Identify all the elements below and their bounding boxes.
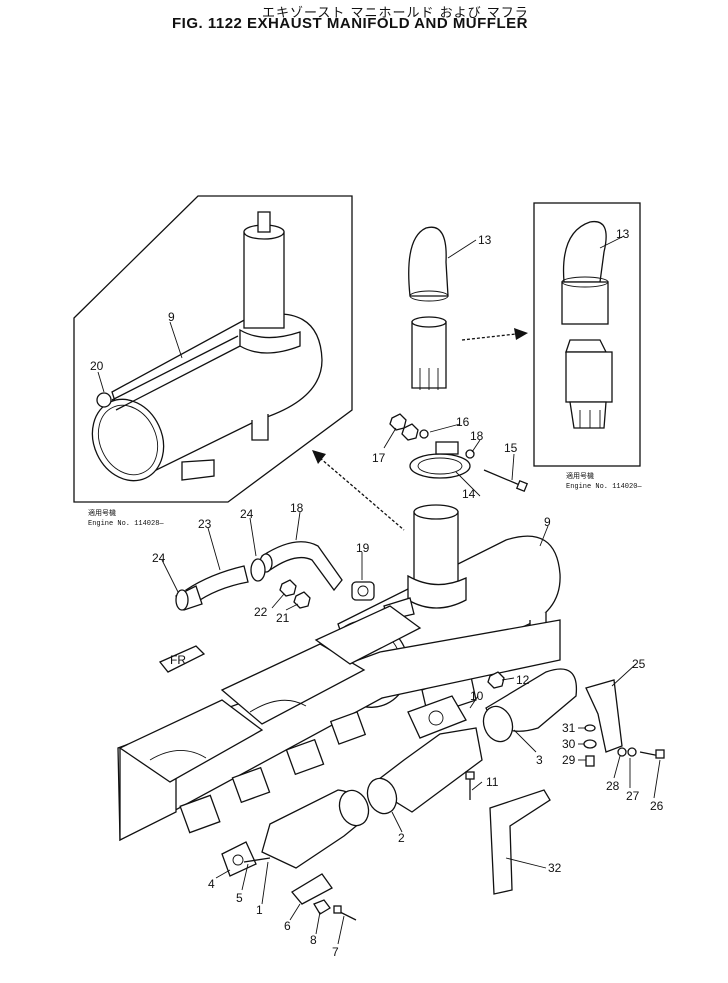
callout-18: 18 [290, 501, 304, 515]
front-mark: FR [170, 653, 186, 667]
bolt-11 [465, 771, 475, 800]
exhaust-manifold-center [366, 727, 483, 815]
callout-14: 14 [462, 487, 476, 501]
right-inset-frame [533, 202, 641, 467]
callout-20: 20 [90, 359, 104, 373]
muffler-bracket-25 [585, 679, 623, 753]
callout-19: 19 [356, 541, 370, 555]
hose-clamp-24 [175, 558, 266, 611]
callout-30: 30 [562, 737, 576, 751]
left-inset-frame [73, 195, 353, 503]
note-applicable-units: 適用号機 [566, 471, 594, 481]
transition-arrow-diagonal [312, 450, 405, 531]
callout-21: 21 [276, 611, 290, 625]
note-applicable-units: 適用号機 [88, 508, 116, 518]
callout-32: 32 [548, 861, 562, 875]
engine-block [117, 605, 561, 842]
callout-15: 15 [504, 441, 518, 455]
callout-3: 3 [536, 753, 543, 767]
bolt-7 [333, 905, 357, 921]
callout-13: 13 [478, 233, 492, 247]
callout-22: 22 [254, 605, 268, 619]
callout-6: 6 [284, 919, 291, 933]
inset-right-note: 適用号機 Engine No. 114020— [566, 471, 642, 491]
washer-16 [419, 429, 429, 439]
callout-13: 13 [616, 227, 630, 241]
clamp-bolt [483, 469, 529, 493]
lock-plate-8 [313, 899, 331, 915]
transition-arrow-right [461, 328, 528, 341]
exhaust-pipe-18 [259, 541, 343, 592]
figure-title-japanese: エキゾースト マニホールド および マフラ [262, 6, 529, 21]
callout-24: 24 [240, 507, 254, 521]
tail-pipe [408, 226, 449, 390]
nut-bolt-21-22 [279, 579, 311, 609]
callout-23: 23 [198, 517, 212, 531]
callout-16: 16 [456, 415, 470, 429]
callout-11: 11 [486, 775, 499, 789]
inset-muffler [91, 211, 323, 482]
gasket-19 [351, 581, 375, 601]
exhaust-clamp [409, 441, 471, 479]
bracket-6 [291, 873, 333, 905]
callout-8: 8 [310, 933, 317, 947]
callout-9: 9 [544, 515, 551, 529]
stud-5 [243, 857, 271, 863]
figure-title: FIG. 1122 EXHAUST MANIFOLD AND MUFFLER [172, 15, 528, 32]
callout-18: 18 [470, 429, 484, 443]
nut-17 [389, 413, 419, 441]
callout-27: 27 [626, 789, 640, 803]
callout-numbers: 9 20 13 13 14 15 18 16 17 9 18 19 24 23 … [90, 227, 664, 959]
note-engine-number: Engine No. 114028— [88, 520, 164, 528]
note-engine-number: Engine No. 114020— [566, 483, 642, 491]
callout-7: 7 [332, 945, 339, 959]
inset-left-note: 適用号機 Engine No. 114028— [88, 508, 164, 528]
exhaust-manifold-front [261, 789, 370, 869]
callout-24: 24 [152, 551, 166, 565]
callout-2: 2 [398, 831, 405, 845]
callout-10: 10 [470, 689, 484, 703]
callout-12: 12 [516, 673, 530, 687]
gasket-4 [221, 841, 257, 877]
callout-9: 9 [168, 310, 175, 324]
stay-32 [489, 789, 551, 895]
callout-5: 5 [236, 891, 243, 905]
callout-29: 29 [562, 753, 576, 767]
leader-lines [97, 235, 661, 945]
bracket-hardware-26-31 [583, 724, 665, 767]
callout-17: 17 [372, 451, 386, 465]
callout-1: 1 [256, 903, 263, 917]
exhaust-manifold-rear [482, 668, 578, 743]
callout-28: 28 [606, 779, 620, 793]
callout-31: 31 [562, 721, 576, 735]
callout-25: 25 [632, 657, 646, 671]
callout-26: 26 [650, 799, 664, 813]
nut-12 [487, 671, 505, 689]
inset-tail-pipe [561, 220, 613, 429]
callout-4: 4 [208, 877, 215, 891]
gasket-10 [407, 695, 467, 739]
